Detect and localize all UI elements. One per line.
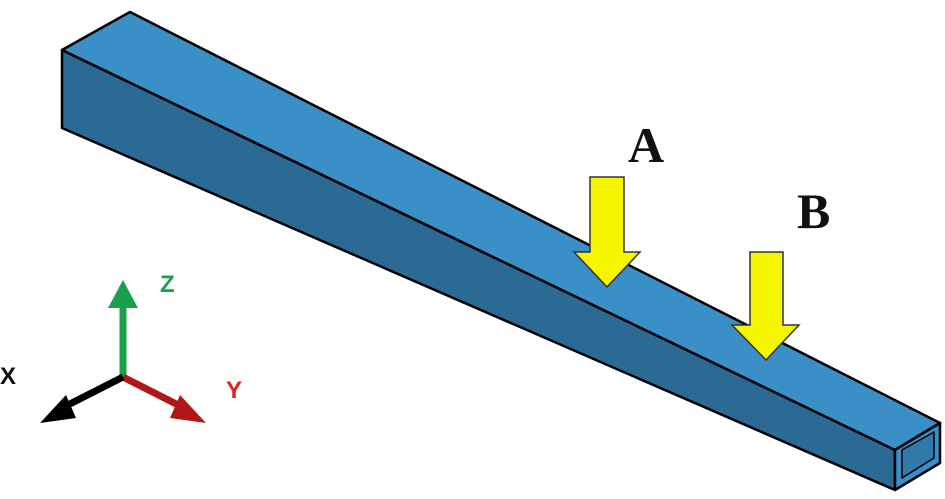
y-axis-arrowhead (170, 395, 206, 423)
load-label-b: B (797, 183, 830, 239)
tapered-box-beam (60, 10, 942, 492)
load-label-a: A (628, 117, 664, 173)
load-arrow-b (730, 251, 801, 362)
x-axis-label: X (0, 363, 16, 390)
z-axis-label: Z (160, 271, 175, 298)
x-axis-arrowhead (40, 395, 76, 423)
load-arrow-a (572, 176, 642, 289)
coordinate-triad (40, 280, 206, 423)
z-axis-arrowhead (108, 280, 138, 308)
beam-end-opening (901, 431, 935, 479)
y-axis-label: Y (226, 377, 242, 404)
